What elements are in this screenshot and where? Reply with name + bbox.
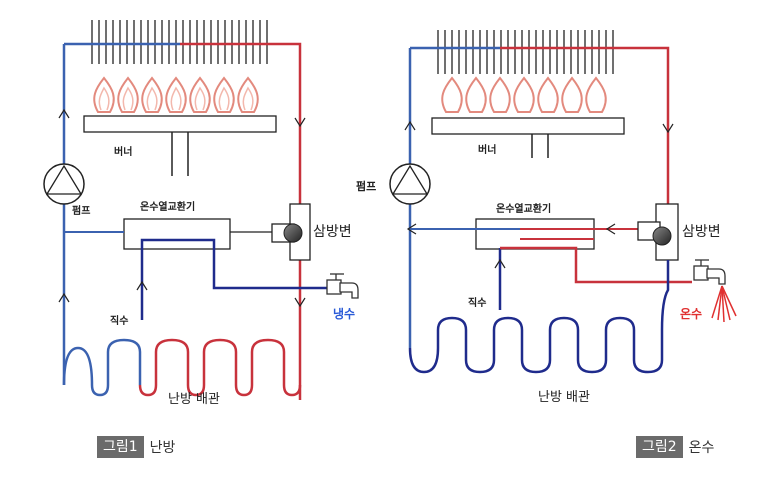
valve-label: 삼방변 <box>313 224 352 240</box>
heat-exchanger <box>123 218 231 250</box>
three-way-valve-icon-2 <box>637 203 679 261</box>
tap-label: 냉수 <box>333 306 355 321</box>
pump-icon-2 <box>389 163 431 205</box>
burner-label: 버너 <box>114 145 132 158</box>
caption-text-2: 온수 <box>688 440 715 456</box>
faucet-icon-2 <box>693 259 726 285</box>
pump-label: 펌프 <box>72 204 90 217</box>
caption-tag-2: 그림2 <box>636 436 683 458</box>
floor-label: 난방 배관 <box>168 392 220 407</box>
floor-pipe-hot <box>138 338 302 397</box>
fin-tubes <box>91 20 268 64</box>
figure-1-heating: 버너 펌프 온수열교환기 직수 삼방변 냉수 <box>43 20 359 407</box>
figure-2-hot-water: 버너 펌프 온수열교환기 직수 삼방변 <box>356 30 737 405</box>
caption-tag-1: 그림1 <box>97 436 144 458</box>
floor-label-2: 난방 배관 <box>538 390 590 405</box>
pump-label-2: 펌프 <box>356 179 376 193</box>
exchanger-label: 온수열교환기 <box>140 200 195 213</box>
three-way-valve-icon <box>271 203 311 261</box>
direct-water-label-2: 직수 <box>468 296 486 309</box>
heat-exchanger-2 <box>475 218 595 250</box>
burner-bar <box>83 115 277 133</box>
floor-pipe-2 <box>408 260 670 374</box>
direct-water-label: 직수 <box>110 314 128 327</box>
figure-1-caption: 그림1 난방 <box>97 436 175 458</box>
figure-2-caption: 그림2 온수 <box>636 436 714 458</box>
exchanger-label-2: 온수열교환기 <box>496 202 551 215</box>
tap-label-2: 온수 <box>680 306 702 321</box>
hot-water-spray-icon <box>711 285 737 323</box>
pump-icon <box>43 163 85 205</box>
faucet-icon <box>326 273 359 299</box>
burner-label-2: 버너 <box>478 143 496 156</box>
valve-label-2: 삼방변 <box>682 224 721 240</box>
floor-pipe-cold <box>62 338 142 397</box>
caption-text-1: 난방 <box>149 440 176 456</box>
burner-flames <box>93 76 259 113</box>
